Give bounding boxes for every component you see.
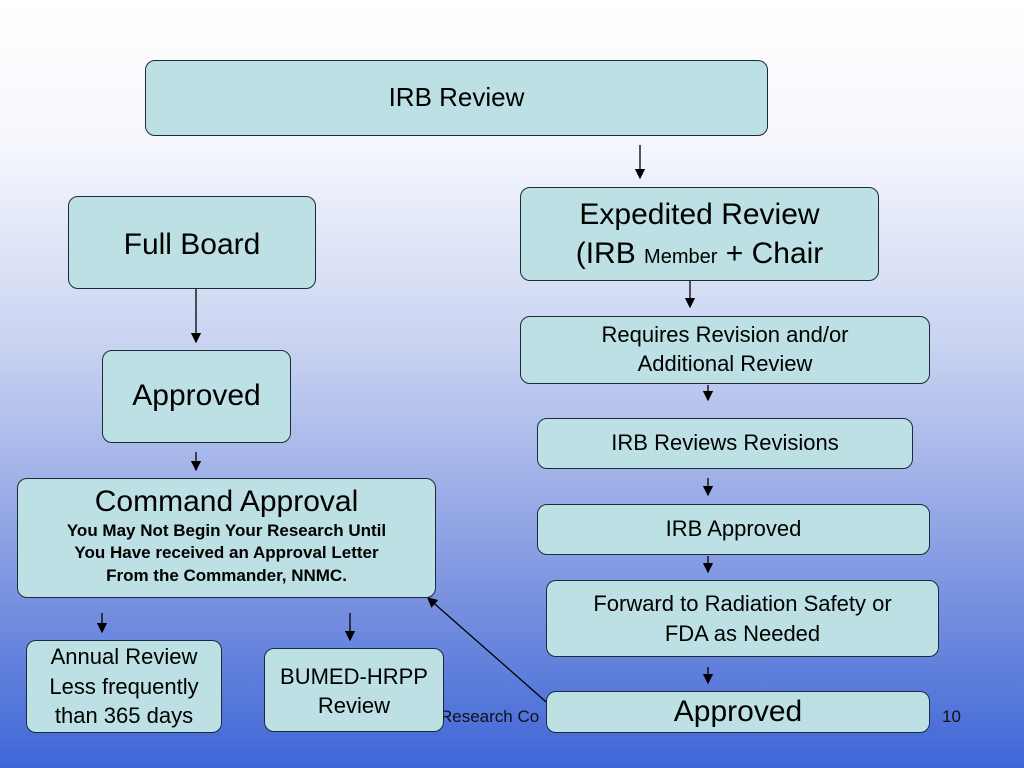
full-board-label: Full Board <box>123 228 261 261</box>
annual-review-box: Annual Review Less frequently than 365 d… <box>26 640 222 733</box>
requires-revision-line2: Additional Review <box>637 351 813 376</box>
forward-box: Forward to Radiation Safety or FDA as Ne… <box>546 580 939 657</box>
irb-reviews-revisions-box: IRB Reviews Revisions <box>537 418 913 469</box>
bumed-hrpp-box: BUMED-HRPP Review <box>264 648 444 732</box>
expedited-review-line2: (IRB Member + Chair <box>576 234 824 273</box>
expedited-review-line1: Expedited Review <box>579 198 820 231</box>
irb-reviews-revisions-label: IRB Reviews Revisions <box>611 430 839 456</box>
approved-right-box: Approved <box>546 691 930 733</box>
annual-review-line1: Annual Review <box>50 643 198 669</box>
bumed-hrpp-line1: BUMED-HRPP <box>280 664 428 689</box>
page-number: 10 <box>942 707 961 726</box>
annual-review-line3: than 365 days <box>54 703 194 729</box>
expedited-review-box: Expedited Review (IRB Member + Chair <box>520 187 879 281</box>
command-approval-line2: You Have received an Approval Letter <box>74 543 379 563</box>
expedited-chair: + Chair <box>725 237 824 270</box>
approved-left-box: Approved <box>102 350 291 443</box>
requires-revision-box: Requires Revision and/or Additional Revi… <box>520 316 930 384</box>
command-approval-box: Command Approval You May Not Begin Your … <box>17 478 436 598</box>
expedited-irb: (IRB <box>575 237 636 270</box>
command-approval-title: Command Approval <box>94 485 359 518</box>
command-approval-line3: From the Commander, NNMC. <box>106 566 347 586</box>
full-board-box: Full Board <box>68 196 316 289</box>
command-approval-line1: You May Not Begin Your Research Until <box>66 520 387 540</box>
irb-review-box: IRB Review <box>145 60 768 136</box>
irb-review-label: IRB Review <box>388 82 525 113</box>
footer-text: Research Co <box>440 707 540 726</box>
bumed-hrpp-line2: Review <box>317 692 391 718</box>
approved-right-label: Approved <box>673 694 803 728</box>
forward-line1: Forward to Radiation Safety or <box>593 590 892 616</box>
irb-approved-box: IRB Approved <box>537 504 930 555</box>
expedited-member: Member <box>644 246 718 268</box>
approved-left-label: Approved <box>132 379 261 413</box>
requires-revision-line1: Requires Revision and/or <box>601 322 849 348</box>
annual-review-line2: Less frequently <box>49 673 199 699</box>
forward-line2: FDA as Needed <box>664 620 821 646</box>
irb-approved-label: IRB Approved <box>665 516 802 542</box>
arrow-approved-to-command <box>427 597 554 709</box>
